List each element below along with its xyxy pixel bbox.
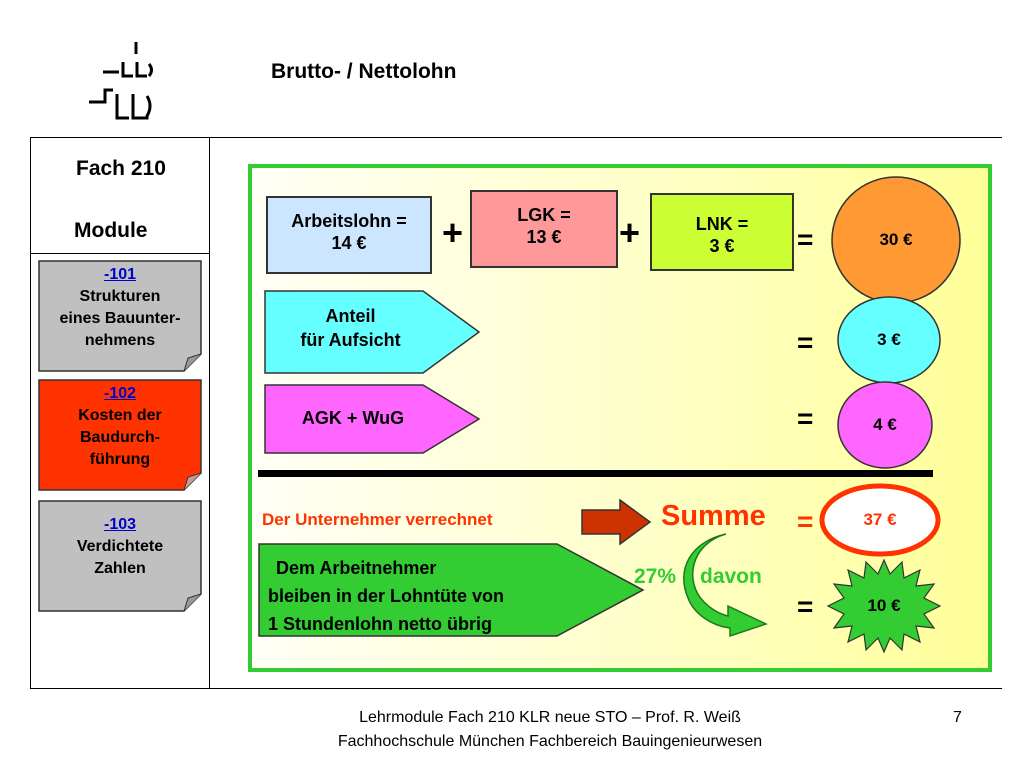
value-10: 10 € bbox=[867, 596, 901, 615]
sidebar-item-label: Strukturen bbox=[79, 288, 161, 305]
sidebar-item-label: Kosten der bbox=[78, 407, 162, 424]
equals-sign: = bbox=[797, 327, 814, 358]
agk-arrow-shape bbox=[264, 384, 481, 454]
arbeitnehmer-line1: Dem Arbeitnehmer bbox=[276, 558, 437, 578]
unternehmer-text: Der Unternehmer verrechnet bbox=[262, 510, 493, 529]
summe-label: Summe bbox=[661, 500, 766, 532]
sidebar-item-number[interactable]: -101 bbox=[103, 266, 137, 283]
arbeitslohn-box: Arbeitslohn = 14 € bbox=[266, 196, 432, 274]
sidebar-divider bbox=[30, 253, 209, 254]
circle-37 bbox=[819, 483, 941, 557]
lgk-box: LGK = 13 € bbox=[470, 190, 618, 268]
value-4: 4 € bbox=[873, 415, 897, 434]
sidebar-item-number[interactable]: -103 bbox=[103, 516, 137, 533]
sidebar-item-103[interactable]: -103 Verdichtete Zahlen bbox=[38, 500, 202, 612]
sidebar-item-label: Verdichtete bbox=[76, 538, 164, 555]
percent-label: 27% bbox=[634, 565, 677, 588]
arbeitnehmer-line2: bleiben in der Lohntüte von bbox=[268, 586, 504, 606]
sidebar-item-label: nehmens bbox=[84, 332, 156, 349]
logo-icon bbox=[89, 42, 153, 120]
arrow-right-icon bbox=[581, 498, 652, 546]
bottom-divider bbox=[30, 688, 1002, 689]
equals-sign: = bbox=[797, 224, 814, 255]
sidebar-item-label: Baudurch- bbox=[80, 429, 160, 446]
value-3: 3 € bbox=[877, 330, 901, 349]
lgk-line1: LGK = bbox=[517, 205, 571, 225]
arbeitnehmer-label: Dem Arbeitnehmer bleiben in der Lohntüte… bbox=[268, 554, 504, 638]
equals-sign: = bbox=[797, 403, 814, 434]
plus-sign: + bbox=[619, 212, 641, 253]
sidebar-item-101[interactable]: -101 Strukturen eines Bauunter- nehmens bbox=[38, 260, 202, 372]
curved-arrow-icon bbox=[683, 533, 769, 638]
lgk-line2: 13 € bbox=[526, 227, 562, 247]
value-30: 30 € bbox=[879, 230, 913, 249]
lnk-box: LNK = 3 € bbox=[650, 193, 794, 271]
anteil-arrow-shape bbox=[264, 290, 481, 374]
starburst-10 bbox=[826, 558, 942, 654]
footer-line1: Lehrmodule Fach 210 KLR neue STO – Prof.… bbox=[359, 709, 741, 726]
page-title: Brutto- / Nettolohn bbox=[271, 60, 457, 83]
sidebar-item-number[interactable]: -102 bbox=[103, 385, 137, 402]
lnk-line1: LNK = bbox=[695, 214, 749, 234]
sidebar-module-label: Module bbox=[74, 219, 148, 242]
value-37: 37 € bbox=[863, 510, 897, 529]
sidebar-fach-label: Fach 210 bbox=[76, 157, 166, 180]
anteil-line2: für Aufsicht bbox=[300, 330, 401, 350]
sidebar-item-label: Zahlen bbox=[94, 560, 146, 577]
sidebar-item-label: führung bbox=[89, 451, 151, 468]
arbeitnehmer-line3: 1 Stundenlohn netto übrig bbox=[268, 614, 492, 634]
equals-sign-red: = bbox=[797, 506, 814, 537]
sidebar-left-border bbox=[30, 137, 31, 689]
equals-sign: = bbox=[797, 591, 814, 622]
footer-line2: Fachhochschule München Fachbereich Bauin… bbox=[337, 733, 763, 750]
note-shape bbox=[38, 379, 202, 491]
circle-4 bbox=[837, 381, 933, 469]
plus-sign: + bbox=[442, 212, 464, 253]
agk-label: AGK + WuG bbox=[301, 408, 405, 428]
sidebar-item-102[interactable]: -102 Kosten der Baudurch- führung bbox=[38, 379, 202, 491]
arbeitslohn-line1: Arbeitslohn = bbox=[291, 211, 407, 231]
davon-label: davon bbox=[700, 565, 762, 588]
anteil-label: Anteil für Aufsicht bbox=[263, 304, 438, 352]
anteil-line1: Anteil bbox=[325, 306, 376, 326]
sidebar-item-label: eines Bauunter- bbox=[59, 310, 181, 327]
arbeitnehmer-arrow-shape bbox=[258, 543, 645, 637]
arbeitslohn-line2: 14 € bbox=[331, 233, 367, 253]
note-shape bbox=[38, 500, 202, 612]
lnk-line2: 3 € bbox=[709, 236, 735, 256]
note-shape bbox=[38, 260, 202, 372]
sidebar-right-border bbox=[209, 137, 210, 689]
header-divider bbox=[30, 137, 1002, 138]
sum-separator-line bbox=[258, 470, 933, 477]
page-number: 7 bbox=[953, 709, 962, 726]
